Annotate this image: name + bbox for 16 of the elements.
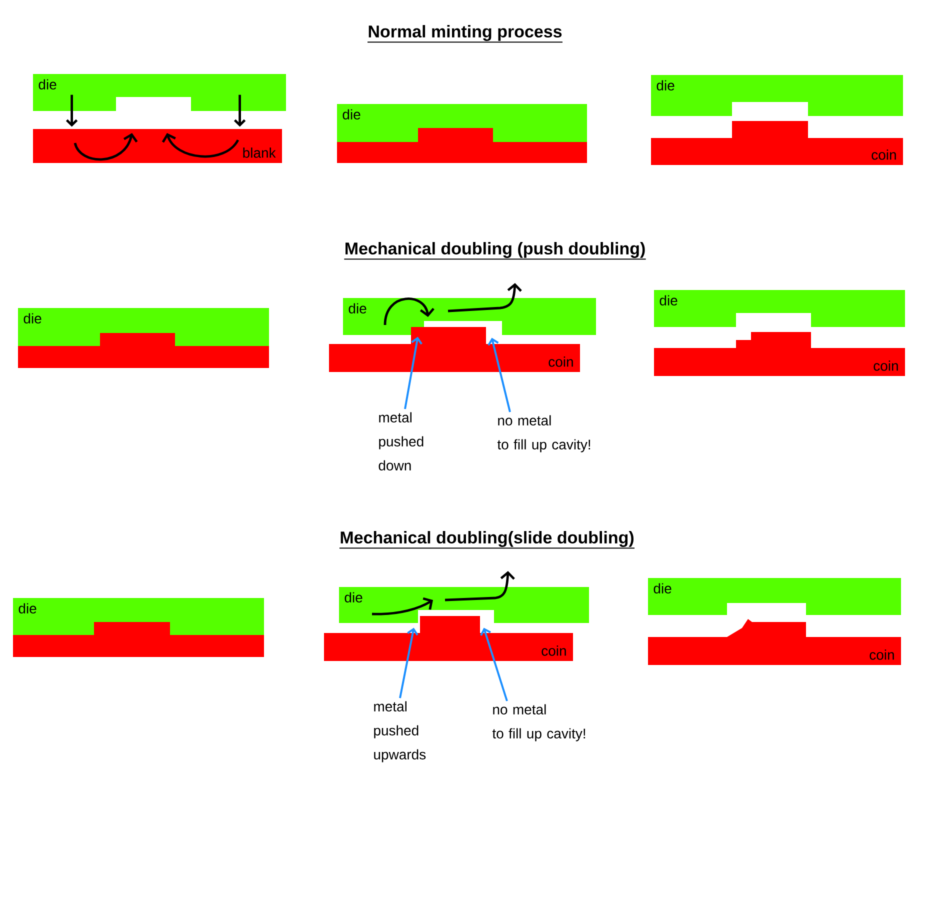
coin-shape xyxy=(337,128,587,163)
leader-line xyxy=(488,338,511,412)
coin-shape xyxy=(18,333,269,368)
arrow xyxy=(66,94,78,127)
section-heading: Mechanical doubling (push doubling) xyxy=(344,242,646,260)
annotation-text: metal pushed upwards xyxy=(374,701,426,762)
leader-line xyxy=(399,628,418,698)
annotation-text: no metal to fill up cavity! xyxy=(497,415,590,452)
annotation-text: no metal to fill up cavity! xyxy=(492,704,586,742)
coin-shape xyxy=(13,622,264,657)
leader-line xyxy=(404,336,422,410)
leader-line xyxy=(480,628,508,702)
section-heading: Mechanical doubling(slide doubling) xyxy=(338,531,636,549)
annotation-text: metal pushed down xyxy=(378,412,424,470)
arrow xyxy=(234,94,246,127)
section-heading: Normal minting process xyxy=(367,25,563,43)
